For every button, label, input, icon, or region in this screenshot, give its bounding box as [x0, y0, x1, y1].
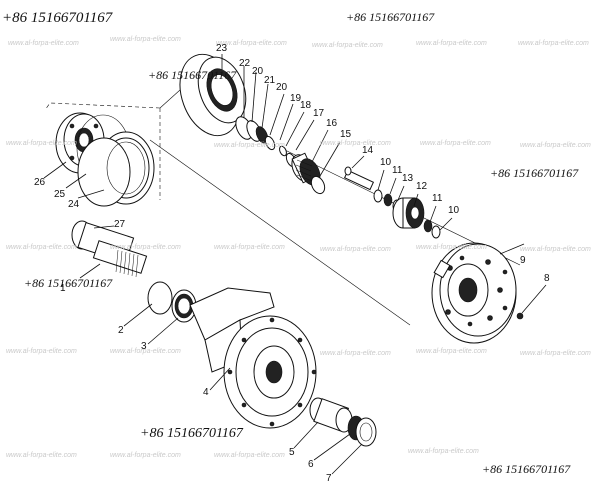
knuckle-housing-4 — [189, 287, 317, 429]
watermark: www.al-forpa-elite.com — [416, 244, 487, 251]
watermark: www.al-forpa-elite.com — [320, 350, 391, 357]
phone-label: +86 15166701167 — [490, 166, 579, 180]
callout-24: 24 — [68, 199, 80, 210]
callout-5: 5 — [289, 447, 295, 458]
callout-19: 19 — [290, 93, 302, 104]
watermark: www.al-forpa-elite.com — [6, 348, 77, 355]
watermark: www.al-forpa-elite.com — [214, 244, 285, 251]
watermark: www.al-forpa-elite.com — [520, 350, 591, 357]
watermark: www.al-forpa-elite.com — [416, 348, 487, 355]
callout-1: 1 — [60, 283, 66, 294]
watermark: www.al-forpa-elite.com — [8, 40, 79, 47]
dashed-group-box — [44, 102, 161, 200]
callout-18: 18 — [300, 100, 312, 111]
pin-14 — [343, 166, 375, 191]
sleeve-5 — [309, 397, 353, 433]
callout-21: 21 — [264, 75, 276, 86]
watermark: www.al-forpa-elite.com — [6, 244, 77, 251]
ring-gear-24 — [77, 131, 155, 207]
callout-14: 14 — [362, 145, 374, 156]
leader-lines — [43, 54, 547, 475]
watermark: www.al-forpa-elite.com — [320, 140, 391, 147]
callout-7: 7 — [326, 473, 332, 484]
bearing-3 — [171, 289, 197, 323]
callout-11a: 11 — [392, 165, 403, 176]
bearing-stack-upper — [235, 116, 297, 168]
ring-gear-23 — [179, 53, 247, 137]
watermark: www.al-forpa-elite.com — [214, 142, 285, 149]
bearing-11b — [423, 219, 433, 233]
phone-label: +86 15166701167 — [482, 462, 571, 476]
watermark: www.al-forpa-elite.com — [216, 40, 287, 47]
axle-shaft-1 — [71, 220, 148, 278]
callout-20a: 20 — [252, 66, 264, 77]
watermark: www.al-forpa-elite.com — [520, 142, 591, 149]
callout-26: 26 — [34, 177, 46, 188]
watermark: www.al-forpa-elite.com — [416, 40, 487, 47]
callout-4: 4 — [203, 387, 209, 398]
callout-8: 8 — [544, 273, 550, 284]
callout-15: 15 — [340, 129, 352, 140]
callout-10b: 10 — [448, 205, 460, 216]
watermark: www.al-forpa-elite.com — [520, 246, 591, 253]
callout-27: 27 — [114, 219, 126, 230]
callout-20b: 20 — [276, 82, 288, 93]
ring-15 — [310, 175, 326, 195]
phone-label: +86 15166701167 — [148, 68, 237, 82]
watermark: www.al-forpa-elite.com — [518, 40, 589, 47]
callout-17: 17 — [313, 108, 325, 119]
callout-16: 16 — [326, 118, 338, 129]
watermark: www.al-forpa-elite.com — [408, 448, 479, 455]
watermark: www.al-forpa-elite.com — [420, 140, 491, 147]
callout-22: 22 — [239, 58, 251, 69]
watermark: www.al-forpa-elite.com — [6, 452, 77, 459]
callout-12: 12 — [416, 181, 428, 192]
washer-10b — [431, 225, 441, 239]
watermark: www.al-forpa-elite.com — [312, 42, 383, 49]
watermark: www.al-forpa-elite.com — [6, 140, 77, 147]
callout-13: 13 — [402, 173, 414, 184]
callout-11b: 11 — [432, 193, 443, 204]
phone-label: +86 15166701167 — [24, 276, 113, 290]
callout-23: 23 — [216, 43, 228, 54]
seal-2 — [147, 281, 173, 315]
watermark: www.al-forpa-elite.com — [110, 36, 181, 43]
phone-label: +86 15166701167 — [140, 426, 243, 441]
ring-7 — [355, 417, 377, 447]
planet-gear-12 — [392, 197, 425, 229]
watermark: www.al-forpa-elite.com — [110, 452, 181, 459]
washer-10a — [373, 189, 383, 203]
bearing-11a — [383, 193, 393, 207]
hub-flange-9 — [431, 242, 517, 344]
callout-10a: 10 — [380, 157, 392, 168]
phone-label: +86 15166701167 — [346, 10, 435, 24]
watermark: www.al-forpa-elite.com — [214, 452, 285, 459]
callout-3: 3 — [141, 341, 147, 352]
callout-9: 9 — [520, 255, 526, 266]
bolt-8 — [516, 312, 524, 320]
watermark: www.al-forpa-elite.com — [320, 246, 391, 253]
callout-2: 2 — [118, 325, 124, 336]
watermark: www.al-forpa-elite.com — [110, 244, 181, 251]
phone-label: +86 15166701167 — [2, 10, 113, 26]
watermark: www.al-forpa-elite.com — [110, 348, 181, 355]
callout-6: 6 — [308, 459, 314, 470]
callout-25: 25 — [54, 189, 66, 200]
